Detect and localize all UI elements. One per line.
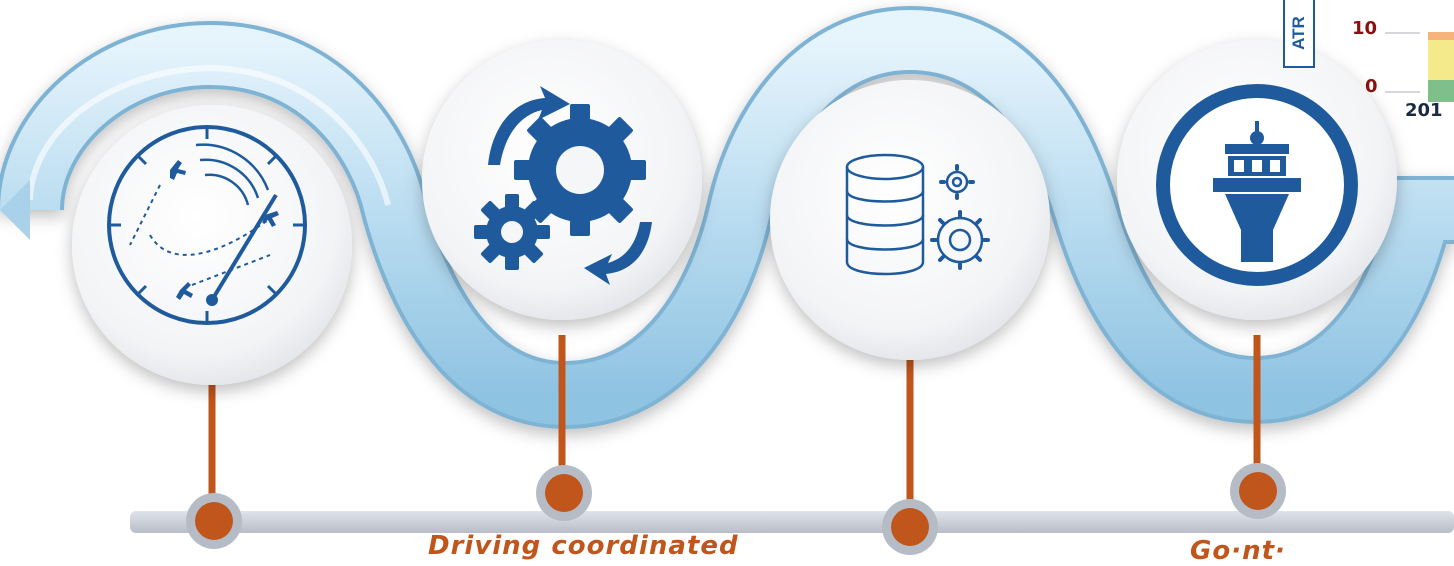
gears-cycle-icon bbox=[422, 40, 702, 320]
y-tick-label: 0 bbox=[1365, 76, 1378, 97]
chart-bar-segment bbox=[1428, 40, 1454, 80]
timeline-node bbox=[1239, 472, 1277, 510]
y-tick-label: 10 bbox=[1352, 18, 1378, 39]
database-gears-icon bbox=[770, 80, 1050, 360]
control-tower-icon bbox=[1117, 40, 1397, 320]
connectors bbox=[208, 335, 1261, 520]
chart-title: ATR bbox=[1289, 16, 1308, 50]
step-caption: Go·nt· bbox=[1190, 536, 1286, 566]
step-caption: Driving coordinated bbox=[428, 531, 739, 561]
timeline-node bbox=[891, 508, 929, 546]
connector-nodes bbox=[186, 463, 1286, 555]
wave-ribbon bbox=[0, 5, 1454, 430]
timeline-node bbox=[195, 502, 233, 540]
chart-bar-segment bbox=[1428, 80, 1454, 102]
chart-bar-segment bbox=[1428, 32, 1454, 40]
x-tick-label: 201 bbox=[1405, 100, 1443, 121]
radar-icon bbox=[72, 105, 352, 385]
timeline-node bbox=[545, 474, 583, 512]
timeline-bar bbox=[130, 511, 1454, 533]
corner-chart bbox=[1385, 32, 1454, 102]
chart-title-box: ATR bbox=[1283, 0, 1315, 68]
